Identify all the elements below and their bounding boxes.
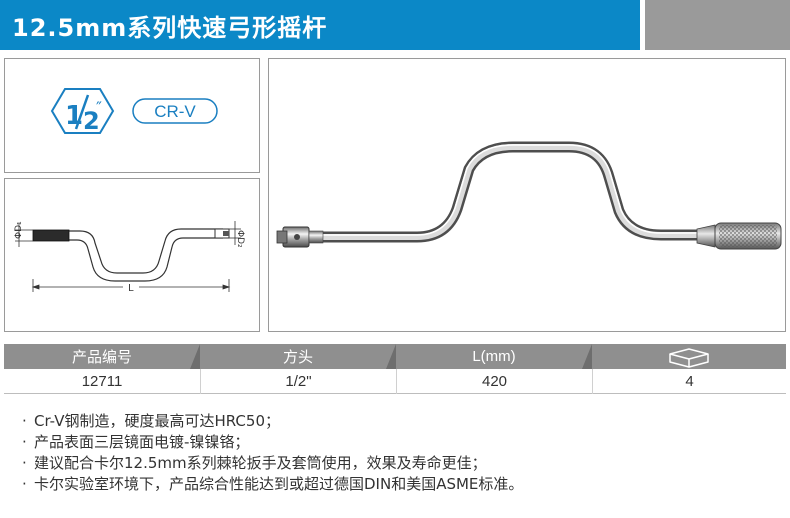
- list-item: ·建议配合卡尔12.5mm系列棘轮扳手及套筒使用，效果及寿命更佳；: [22, 454, 487, 472]
- length-label: L: [128, 283, 134, 294]
- column-header-length: L(mm): [396, 344, 592, 369]
- table-row: 12711 1/2" 420 4: [4, 369, 786, 394]
- spec-badges-graphic: 1 2 ″ CR-V: [50, 88, 218, 135]
- d2-dimension: [227, 221, 241, 245]
- feature-text: 卡尔实验室环境下，产品综合性能达到或超过德国DIN和美国ASME标准。: [34, 475, 524, 493]
- drive-inch-mark: ″: [96, 98, 102, 117]
- column-header-product-code: 产品编号: [4, 344, 200, 369]
- material-label: CR-V: [154, 102, 196, 121]
- dimension-diagram: ΦD₁ ΦD₂ L: [14, 221, 245, 294]
- brace-outline: [33, 228, 223, 282]
- table-header-row: 产品编号 方头 L(mm): [4, 344, 786, 369]
- d2-label: ΦD₂: [235, 230, 245, 248]
- square-drive-head: [276, 226, 324, 248]
- hexagon-drive-icon: 1 2 ″: [50, 88, 115, 135]
- column-header-drive: 方头: [200, 344, 396, 369]
- drive-denominator: 2: [83, 107, 100, 135]
- header-side-bar: [645, 0, 790, 50]
- spec-badges-panel: 1 2 ″ CR-V: [4, 58, 260, 173]
- header-divider: [640, 0, 645, 50]
- list-item: ·产品表面三层镜面电镀-镍镍铬；: [22, 433, 250, 451]
- page-title: 12.5mm系列快速弓形摇杆: [12, 14, 328, 42]
- brace-bar: [285, 141, 715, 243]
- page-header: 12.5mm系列快速弓形摇杆: [0, 0, 790, 50]
- package-box-icon: [669, 347, 709, 368]
- column-header-package: [592, 344, 786, 369]
- cell-drive: 1/2": [200, 369, 396, 394]
- length-dimension: [31, 279, 231, 292]
- cell-package-qty: 4: [592, 369, 786, 394]
- d1-label: ΦD₁: [14, 221, 24, 239]
- feature-text: 建议配合卡尔12.5mm系列棘轮扳手及套筒使用，效果及寿命更佳；: [34, 454, 487, 472]
- spec-table: 产品编号 方头 L(mm) 12711 1/2" 420 4: [4, 344, 786, 394]
- feature-text: 产品表面三层镜面电镀-镍镍铬；: [34, 433, 250, 451]
- dimension-diagram-panel: ΦD₁ ΦD₂ L: [4, 178, 260, 332]
- knurled-handle: [696, 222, 782, 250]
- handle-grip: [32, 229, 70, 242]
- cell-length: 420: [396, 369, 592, 394]
- material-badge: CR-V: [132, 98, 218, 124]
- cell-product-code: 12711: [81, 373, 123, 390]
- feature-text: Cr-V钢制造，硬度最高可达HRC50；: [34, 412, 280, 430]
- header-title-bar: [0, 0, 640, 50]
- list-item: ·卡尔实验室环境下，产品综合性能达到或超过德国DIN和美国ASME标准。: [22, 475, 524, 493]
- feature-list: ·Cr-V钢制造，硬度最高可达HRC50； ·产品表面三层镜面电镀-镍镍铬； ·…: [22, 411, 782, 495]
- product-photo-panel: [268, 58, 786, 332]
- d1-dimension: [15, 223, 33, 247]
- list-item: ·Cr-V钢制造，硬度最高可达HRC50；: [22, 412, 280, 430]
- speed-brace-illustration: [276, 141, 782, 250]
